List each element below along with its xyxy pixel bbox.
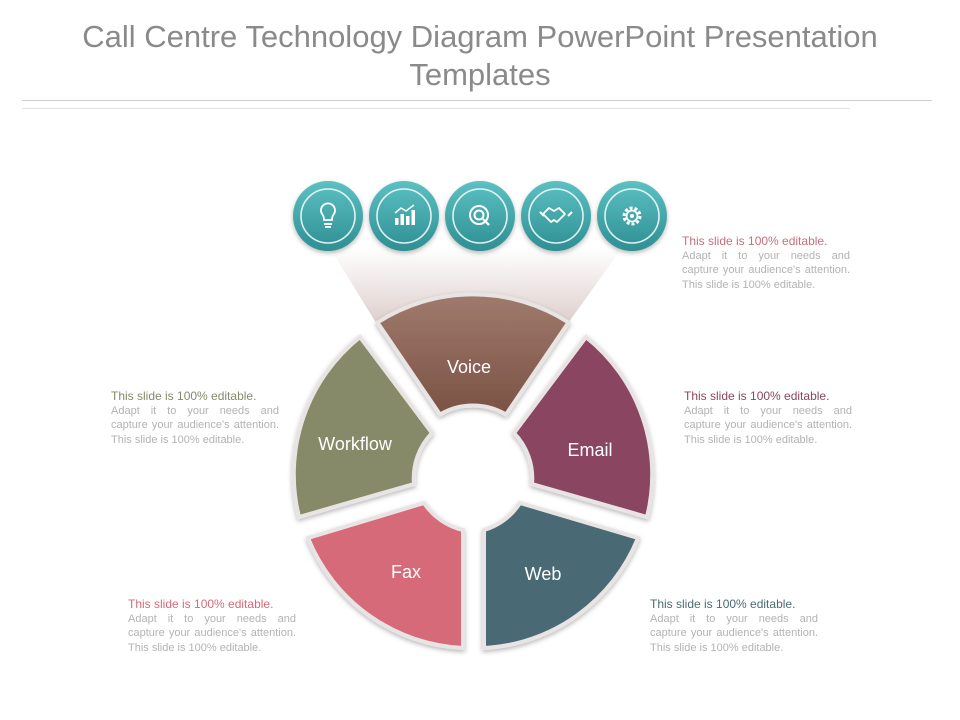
segment-web-label: Web [525,564,562,584]
bar-chart-icon[interactable] [369,181,439,251]
segment-workflow-label: Workflow [318,434,393,454]
note-body: Adapt it to your needs and capture your … [650,612,818,654]
segment-fax[interactable] [305,500,465,651]
segment-workflow[interactable] [291,334,435,520]
slide-title: Call Centre Technology Diagram PowerPoin… [82,19,878,92]
segment-email-label: Email [567,440,612,460]
target-icon[interactable] [445,181,515,251]
note-body: Adapt it to your needs and capture your … [111,404,279,446]
note-heading: This slide is 100% editable. [111,389,257,403]
segment-web[interactable] [482,500,641,651]
note-heading: This slide is 100% editable. [128,597,274,611]
note-body: Adapt it to your needs and capture your … [682,249,850,291]
note-mid-left: This slide is 100% editable. Adapt it to… [111,389,279,447]
segment-fax-label: Fax [391,562,421,582]
segment-email[interactable] [511,334,655,520]
icon-row [293,181,667,251]
note-heading: This slide is 100% editable. [650,597,796,611]
segment-voice[interactable] [374,292,572,418]
handshake-icon[interactable] [521,181,591,251]
funnel-shape [330,248,622,326]
note-heading: This slide is 100% editable. [682,234,828,248]
note-mid-right: This slide is 100% editable. Adapt it to… [684,389,852,447]
note-body: Adapt it to your needs and capture your … [684,404,852,446]
segment-voice-label: Voice [447,357,491,377]
note-top-right: This slide is 100% editable. Adapt it to… [682,234,850,292]
note-bottom-right: This slide is 100% editable. Adapt it to… [650,597,818,655]
gear-icon[interactable] [597,181,667,251]
note-body: Adapt it to your needs and capture your … [128,612,296,654]
title-divider [22,100,932,101]
lightbulb-icon[interactable] [293,181,363,251]
note-bottom-left: This slide is 100% editable. Adapt it to… [128,597,296,655]
title-divider-secondary [22,108,850,109]
note-heading: This slide is 100% editable. [684,389,830,403]
